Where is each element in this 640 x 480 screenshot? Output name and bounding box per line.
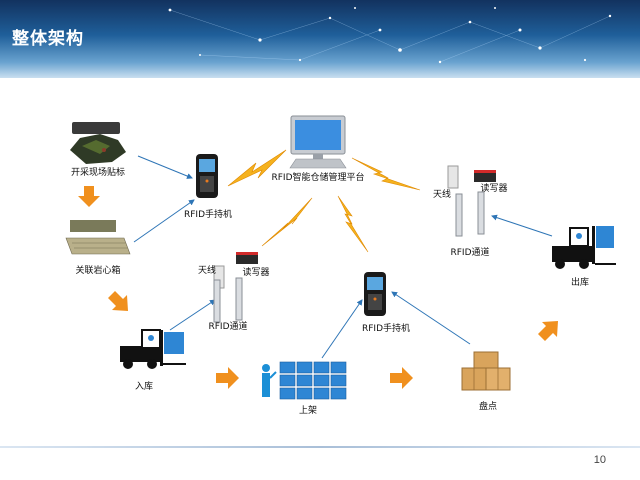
shelf-box — [279, 374, 296, 387]
link-shelf-to-handheld — [321, 299, 363, 359]
shelf-box — [330, 387, 347, 400]
rfid-channel-right-icon — [455, 191, 485, 237]
label-collect-tag: 开采现场贴标 — [70, 168, 126, 178]
shelf-box — [296, 387, 313, 400]
shelf-box — [296, 374, 313, 387]
shelf-box — [330, 361, 347, 374]
worker-icon — [262, 364, 277, 397]
page-number: 10 — [593, 454, 606, 466]
link-forklift-to-channel — [169, 299, 216, 331]
footer-divider — [0, 446, 640, 448]
flow-arrow-right-1 — [216, 367, 239, 389]
shelf-box — [313, 361, 330, 374]
label-channel-left: RFID通道 — [208, 322, 248, 332]
computer-monitor-icon — [289, 115, 347, 169]
label-inventory: 盘点 — [478, 402, 498, 412]
label-channel-right: RFID通道 — [450, 248, 490, 258]
label-antenna-right: 天线 — [432, 190, 452, 200]
lightning-bolt-4 — [351, 157, 421, 191]
wireless-signals — [227, 149, 421, 253]
label-warehouse-out: 出库 — [570, 278, 590, 288]
handheld-reader-mid-icon — [364, 272, 386, 316]
flow-arrow-down — [78, 186, 100, 207]
shelf-box — [313, 374, 330, 387]
slide-title: 整体架构 — [12, 29, 84, 49]
reader-left-icon — [236, 252, 258, 264]
link-lines — [133, 155, 553, 359]
storage-shelf-icon — [279, 361, 347, 400]
label-reader-left: 读写器 — [242, 268, 270, 278]
antenna-right-icon — [447, 165, 459, 189]
reader-right-icon — [474, 170, 496, 182]
inventory-boxes-icon — [461, 351, 511, 391]
shelf-box — [279, 387, 296, 400]
link-inventory-to-handheld — [391, 291, 471, 345]
lightning-bolt-3 — [337, 195, 369, 253]
forklift-out-icon — [552, 226, 616, 269]
label-handheld-top: RFID手持机 — [183, 210, 233, 220]
rfid-channel-left-icon — [213, 277, 243, 323]
starfield-background — [168, 7, 612, 64]
label-core-box: 关联岩心箱 — [75, 266, 121, 276]
shelf-box — [296, 361, 313, 374]
link-corebox-to-handheld — [133, 199, 195, 243]
shelf-box — [330, 374, 347, 387]
link-out-to-channel — [491, 214, 553, 237]
flow-arrow-right-2 — [390, 367, 413, 389]
label-warehouse-in: 入库 — [134, 382, 154, 392]
link-tag-to-handheld — [137, 155, 193, 179]
label-platform: RFID智能仓储管理平台 — [271, 173, 365, 183]
forklift-in-icon — [120, 329, 186, 369]
lightning-bolt-2 — [261, 197, 313, 247]
label-antenna-left: 天线 — [197, 266, 217, 276]
flow-arrow-diag-down — [108, 291, 128, 311]
handheld-reader-top-icon — [196, 154, 218, 198]
ore-rock-icon — [70, 122, 126, 164]
shelf-box — [313, 387, 330, 400]
lightning-bolt-1 — [227, 149, 287, 187]
shelf-box — [279, 361, 296, 374]
label-shelving: 上架 — [298, 406, 318, 416]
flow-arrows — [78, 186, 558, 389]
header-banner: 整体架构 — [0, 0, 640, 78]
label-reader-right: 读写器 — [480, 184, 508, 194]
label-handheld-mid: RFID手持机 — [361, 324, 411, 334]
core-box-icon — [65, 220, 131, 255]
flow-arrow-diag-up — [538, 321, 558, 341]
